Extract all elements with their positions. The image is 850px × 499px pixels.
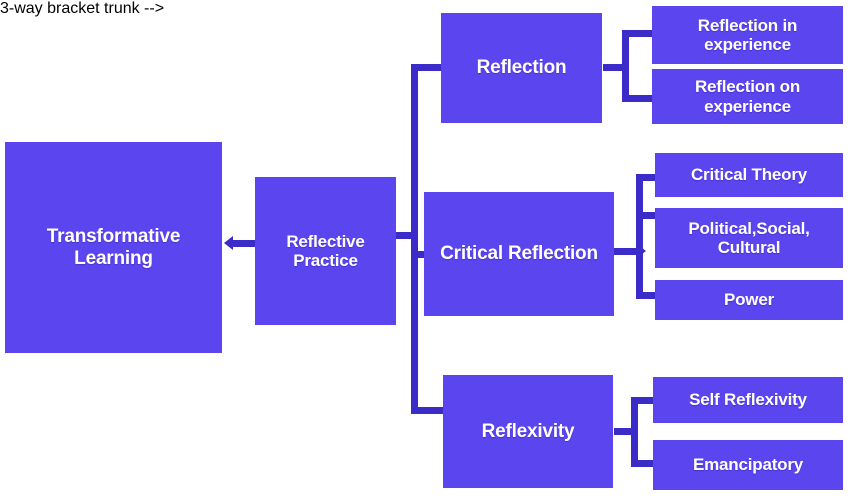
connector-reflexivity-to-emancipatory (631, 460, 657, 467)
connector-rp-reflection (411, 64, 443, 71)
node-reflection-in-experience[interactable]: Reflection in experience (652, 6, 843, 64)
connector-critical-reflection-bracket-trunk (636, 174, 643, 299)
connector-rp-critical-reflection (411, 251, 427, 258)
connector-critical-reflection-to-political-social-cultural (636, 212, 658, 219)
node-political-social-cultural[interactable]: Political,Social, Cultural (655, 208, 843, 268)
node-critical-theory[interactable]: Critical Theory (655, 153, 843, 197)
node-reflection-on-experience[interactable]: Reflection on experience (652, 69, 843, 124)
connector-critical-reflection-to-critical-theory (636, 174, 658, 181)
node-reflective-practice[interactable]: Reflective Practice (255, 177, 396, 325)
node-self-reflexivity[interactable]: Self Reflexivity (653, 377, 843, 423)
node-transformative-learning[interactable]: Transformative Learning (5, 142, 222, 353)
connector-rp-reflexivity (411, 407, 445, 414)
node-reflection[interactable]: Reflection (441, 13, 602, 123)
node-power[interactable]: Power (655, 280, 843, 320)
connector-rp-trunk (411, 64, 418, 414)
connector-critical-reflection-to-power (636, 292, 658, 299)
connector-reflexivity-to-self-reflexivity (631, 397, 657, 404)
connector-reflection-stub (603, 64, 625, 71)
connector-rp-stub (396, 232, 418, 239)
connector-reflexivity-stub (614, 428, 636, 435)
connector-reflection-bracket-trunk (622, 30, 629, 102)
connector-critical-reflection-stub (614, 248, 638, 255)
node-emancipatory[interactable]: Emancipatory (653, 440, 843, 490)
connector-reflection-to-in-experience (622, 30, 654, 37)
node-critical-reflection[interactable]: Critical Reflection (424, 192, 614, 316)
connector-tl-rp-line (233, 240, 255, 247)
connector-reflection-to-on-experience (622, 95, 654, 102)
node-reflexivity[interactable]: Reflexivity (443, 375, 613, 488)
connector-reflexivity-bracket-trunk (631, 397, 638, 467)
connector-tl-rp-arrowhead (224, 236, 233, 250)
